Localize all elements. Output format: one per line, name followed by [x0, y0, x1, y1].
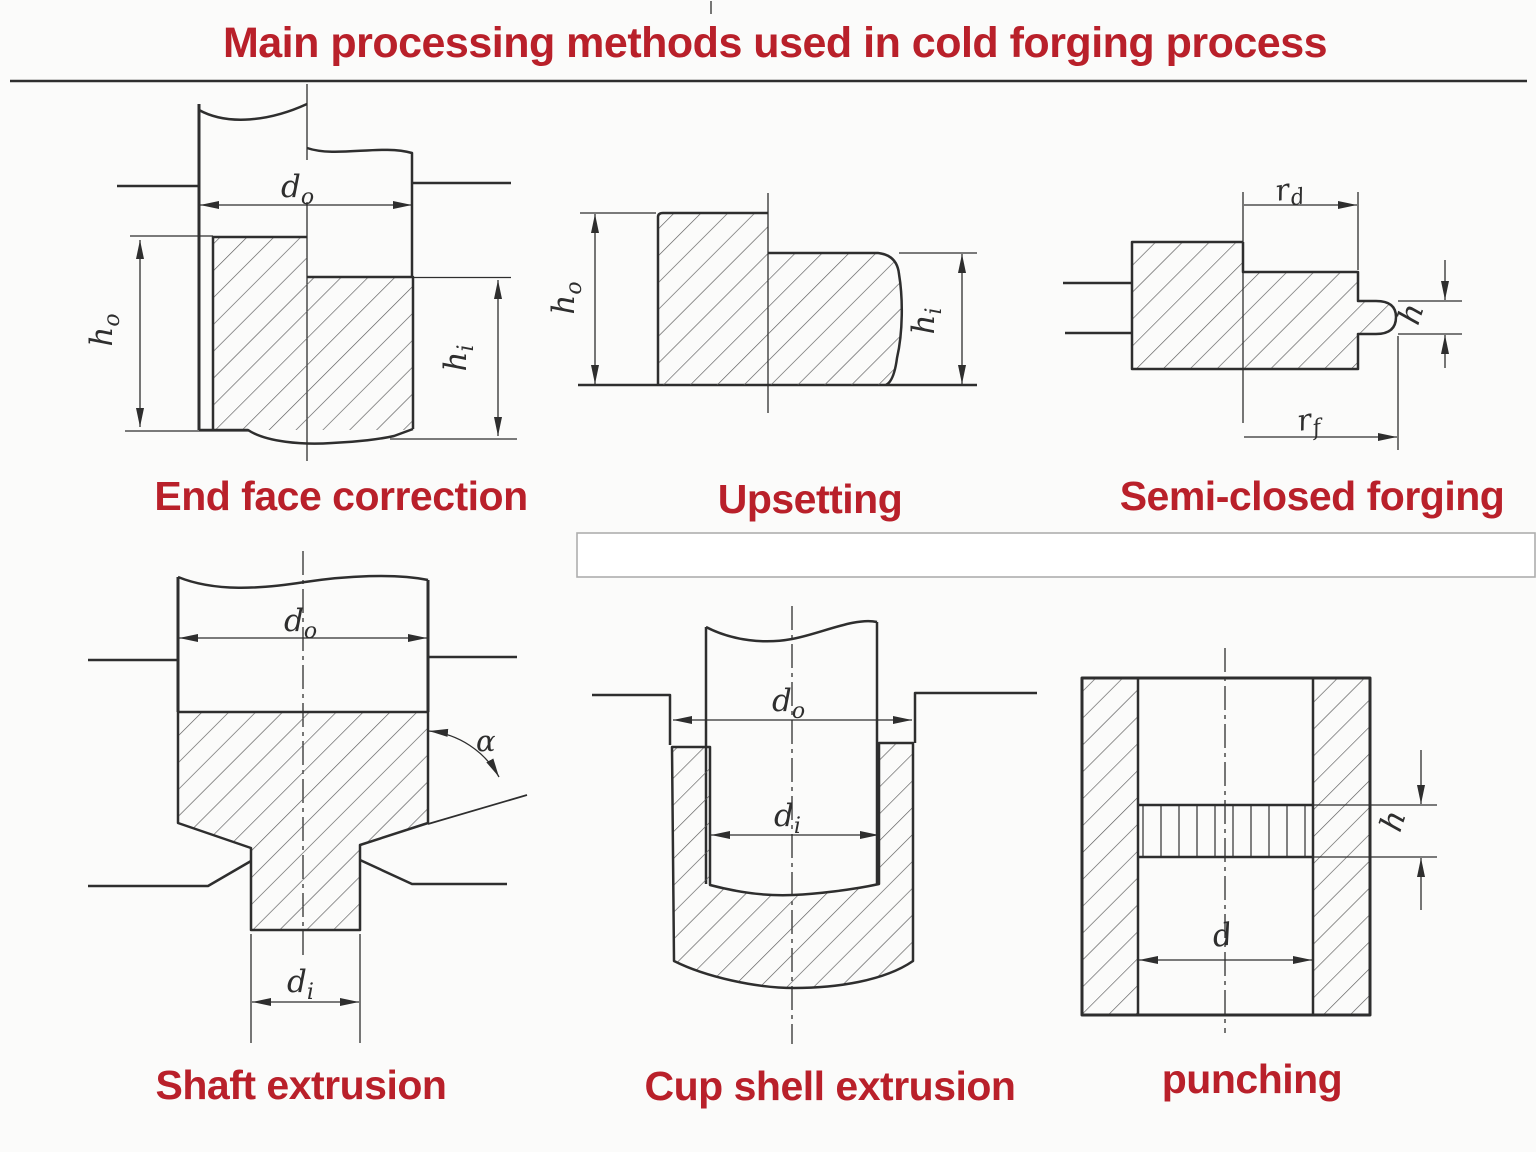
dim-label-d0: do — [284, 603, 317, 644]
billet-before-hatch — [658, 214, 768, 385]
billet-before-outline — [211, 235, 307, 430]
dim-label-h0: ho — [546, 281, 587, 314]
die-surface-steps — [592, 691, 1037, 745]
dim-label-hi: hi — [438, 344, 479, 371]
punch-after-outline — [306, 146, 414, 277]
caption-upsetting: Upsetting — [717, 476, 903, 522]
billet-before-outline — [656, 211, 768, 385]
cup-hatch-outline — [670, 741, 915, 990]
die-block-outline — [1080, 676, 1372, 1017]
caption-semi-closed-forging: Semi-closed forging — [1119, 473, 1505, 519]
dim-label-alpha: α — [476, 724, 496, 758]
die-wall-right-hatch — [1313, 678, 1370, 1015]
dim-label-d0: do — [281, 169, 314, 210]
forging-outline — [1130, 240, 1398, 371]
page-title: Main processing methods used in cold for… — [222, 19, 1328, 67]
figure-shaft-extrusion: do α di — [88, 551, 528, 1043]
caption-shaft-extrusion: Shaft extrusion — [155, 1062, 447, 1108]
dim-label-h: h — [1373, 806, 1413, 836]
figure-end-face-correction: do ho hi — [84, 84, 517, 461]
extension-lines — [1313, 804, 1437, 858]
figure-semi-closed-forging: rd h rf — [1063, 170, 1462, 450]
dim-label-d: d — [1210, 917, 1235, 955]
extension-lines — [250, 934, 361, 1043]
caption-cup-shell-extrusion: Cup shell extrusion — [644, 1063, 1016, 1109]
billet-after-hatch — [307, 277, 413, 430]
extension-lines — [580, 212, 977, 254]
dim-label-di: di — [774, 798, 801, 839]
punch-before-wavy-top — [198, 102, 308, 121]
die-surface-top — [88, 655, 517, 662]
extension-lines — [125, 235, 517, 440]
figure-punching: h d — [1080, 648, 1437, 1033]
dim-label-rd: rd — [1272, 170, 1306, 214]
dim-label-h: h — [1391, 299, 1431, 329]
shaft-lines — [1063, 281, 1132, 335]
figure-cup-shell-extrusion: do di — [592, 606, 1037, 1044]
angle-arc — [428, 728, 500, 778]
punch-sides — [176, 577, 430, 712]
taper-angle-line — [427, 794, 528, 825]
dim-label-di: di — [287, 964, 314, 1005]
die-surface-bottom — [88, 858, 507, 888]
dim-label-h0: ho — [84, 313, 125, 346]
extension-lines — [1357, 192, 1462, 450]
punch-wavy-top — [705, 619, 878, 643]
punch-wavy-top — [177, 574, 429, 589]
forging-hatch — [1132, 242, 1396, 369]
billet-after-hatch — [768, 253, 902, 385]
billet-bottom-face — [199, 427, 414, 445]
dim-label-hi: hi — [906, 307, 947, 334]
caption-end-face-correction: End face correction — [154, 473, 528, 519]
billet-hatch-outline — [176, 710, 430, 932]
separator-bar — [576, 532, 1536, 578]
figure-upsetting: ho hi — [546, 193, 977, 413]
caption-punching: punching — [1161, 1056, 1343, 1102]
billet-before-hatch — [213, 237, 307, 430]
billet-after-outline — [768, 251, 904, 387]
dim-label-d0: do — [772, 683, 805, 724]
die-wall-left-hatch — [1082, 678, 1138, 1015]
